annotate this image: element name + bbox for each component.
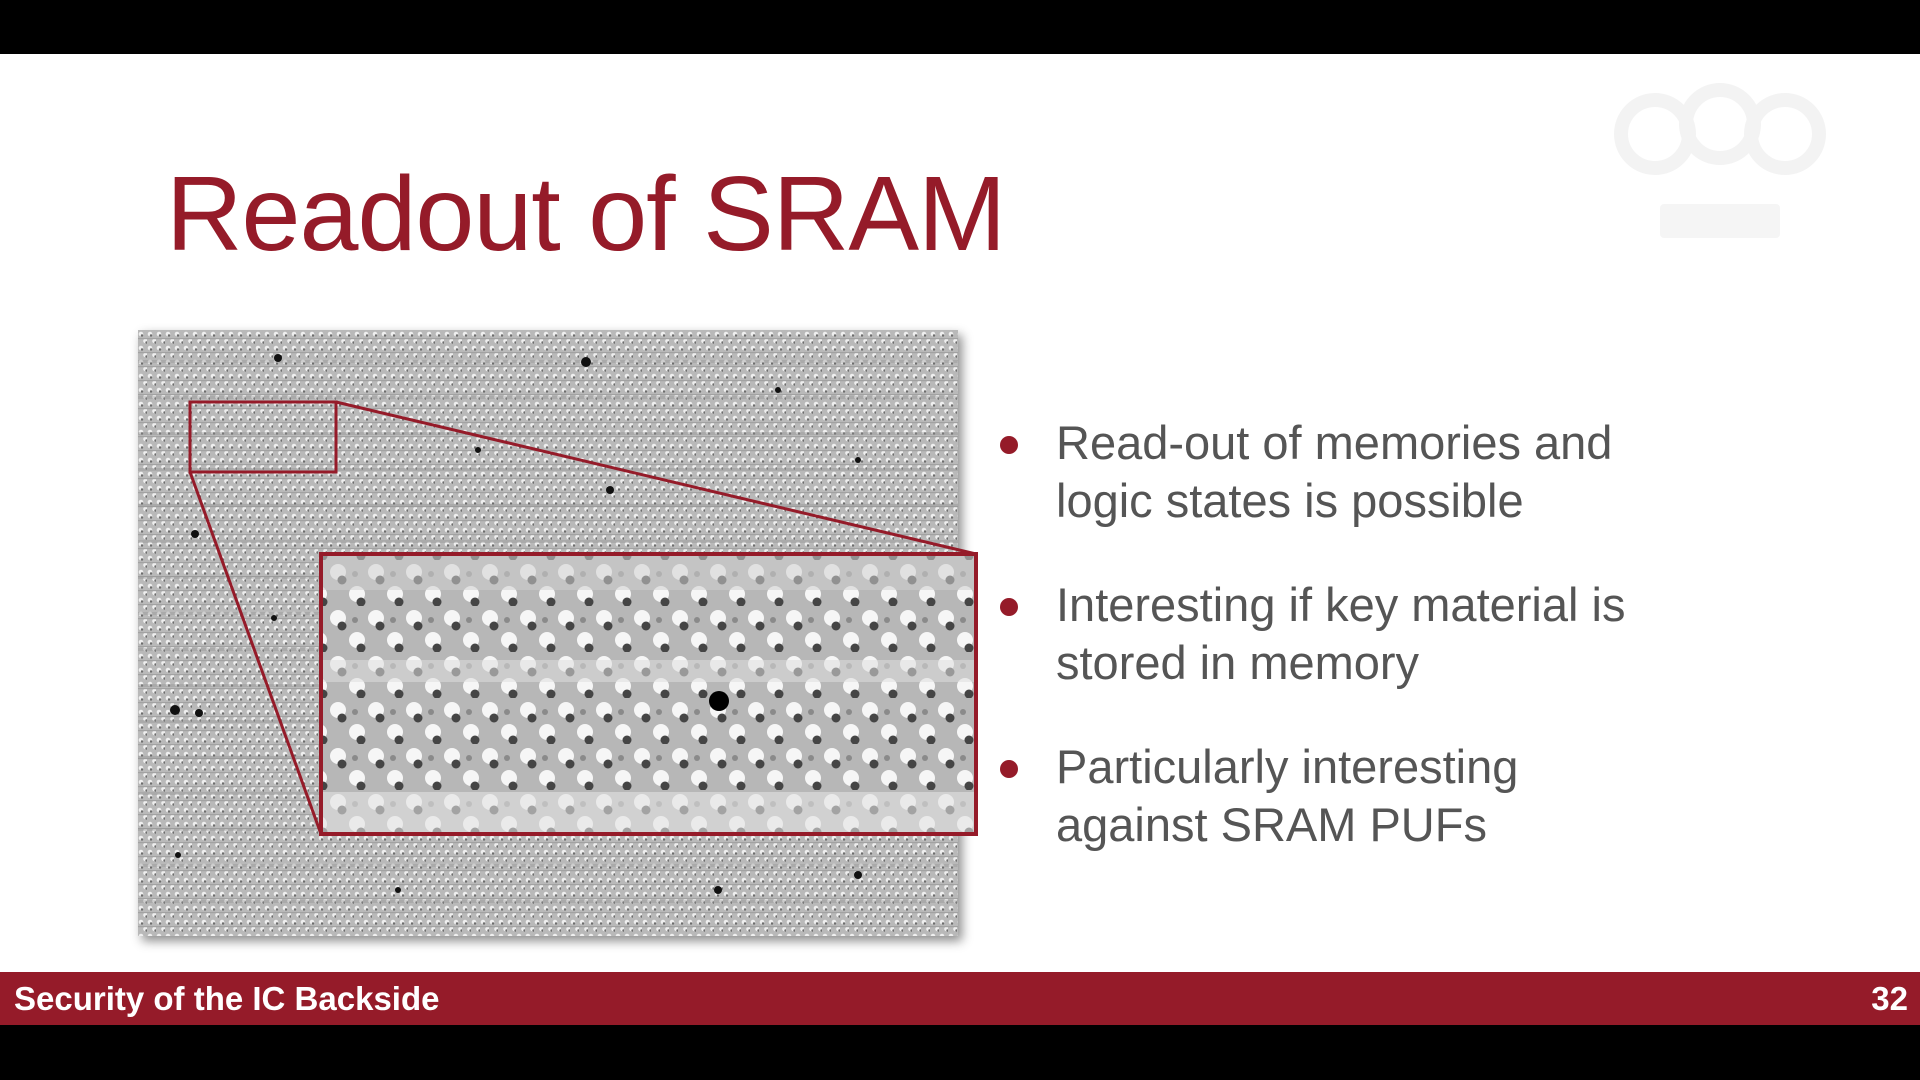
bullet-line: against SRAM PUFs xyxy=(1056,798,1487,851)
bullet-line: Read-out of memories and xyxy=(1056,416,1613,469)
presentation-slide: Readout of SRAM xyxy=(0,54,1920,1025)
sram-micrograph-image xyxy=(138,330,978,936)
bullet-item: Read-out of memories and logic states is… xyxy=(1000,414,1800,530)
bullet-dot-icon xyxy=(1000,760,1018,778)
bullet-item: Interesting if key material is stored in… xyxy=(1000,576,1800,692)
footer-title: Security of the IC Backside xyxy=(14,980,440,1017)
bullet-dot-icon xyxy=(1000,598,1018,616)
slide-footer: Security of the IC Backside 32 xyxy=(0,972,1920,1025)
slide-title: Readout of SRAM xyxy=(166,155,1006,273)
university-logo-icon xyxy=(1614,83,1826,238)
bullet-dot-icon xyxy=(1000,436,1018,454)
bullet-line: Interesting if key material is xyxy=(1056,578,1626,631)
bullet-line: logic states is possible xyxy=(1056,474,1524,527)
bullet-line: stored in memory xyxy=(1056,636,1420,689)
bullet-list: Read-out of memories and logic states is… xyxy=(1000,414,1800,900)
slide-number: 32 xyxy=(1871,980,1908,1017)
bullet-item: Particularly interesting against SRAM PU… xyxy=(1000,738,1800,854)
bullet-line: Particularly interesting xyxy=(1056,740,1519,793)
